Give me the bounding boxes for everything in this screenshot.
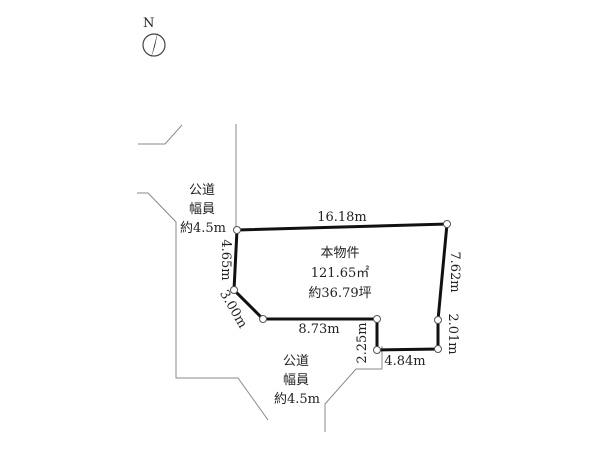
- vertex-marker: [259, 315, 267, 323]
- property-area-sqm: 121.65㎡: [311, 266, 370, 281]
- road-edge-west-south: [137, 192, 269, 421]
- north-arrow-icon: [151, 31, 158, 58]
- north-compass: N: [142, 16, 166, 58]
- lot-vertices: [230, 220, 451, 354]
- road-south-line1: 公道: [283, 354, 309, 369]
- road-south-line3: 約4.5m: [274, 392, 320, 407]
- road-north-line3: 約4.5m: [180, 221, 226, 236]
- road-north-line2: 幅員: [189, 202, 215, 217]
- dimension-left-upper: 4.65m: [218, 239, 233, 280]
- property-info: 本物件 121.65㎡ 約36.79坪: [308, 246, 371, 301]
- dimension-top: 16.18m: [317, 210, 367, 225]
- vertex-marker: [434, 345, 442, 353]
- vertex-marker: [230, 286, 238, 294]
- compass-north-label: N: [143, 16, 154, 31]
- vertex-marker: [434, 316, 442, 324]
- property-area-tsubo: 約36.79坪: [308, 286, 371, 301]
- dimension-left-diagonal: 3.00m: [216, 288, 250, 331]
- road-north-label: 公道 幅員 約4.5m: [180, 183, 226, 236]
- road-south-line2: 幅員: [283, 373, 309, 388]
- road-south-label: 公道 幅員 約4.5m: [274, 354, 320, 407]
- property-name: 本物件: [320, 246, 359, 261]
- dimension-bottom-mid: 8.73m: [298, 322, 339, 337]
- road-edge-south-east: [324, 346, 383, 432]
- vertex-marker: [443, 220, 451, 228]
- compass-circle-icon: [142, 33, 166, 57]
- road-boundaries: [137, 124, 383, 432]
- vertex-marker: [233, 226, 241, 234]
- dimension-right-lower: 2.01m: [445, 313, 460, 354]
- road-edge-upper-left: [138, 124, 183, 145]
- vertex-marker: [373, 346, 381, 354]
- road-north-line1: 公道: [189, 183, 215, 198]
- dimension-right-upper: 7.62m: [447, 251, 462, 292]
- vertex-marker: [373, 315, 381, 323]
- dimension-notch-left: 2.25m: [355, 322, 370, 363]
- dimension-notch-bottom: 4.84m: [384, 354, 425, 369]
- dimension-labels: 16.18m 4.65m 3.00m 8.73m 2.25m 4.84m 2.0…: [216, 210, 462, 369]
